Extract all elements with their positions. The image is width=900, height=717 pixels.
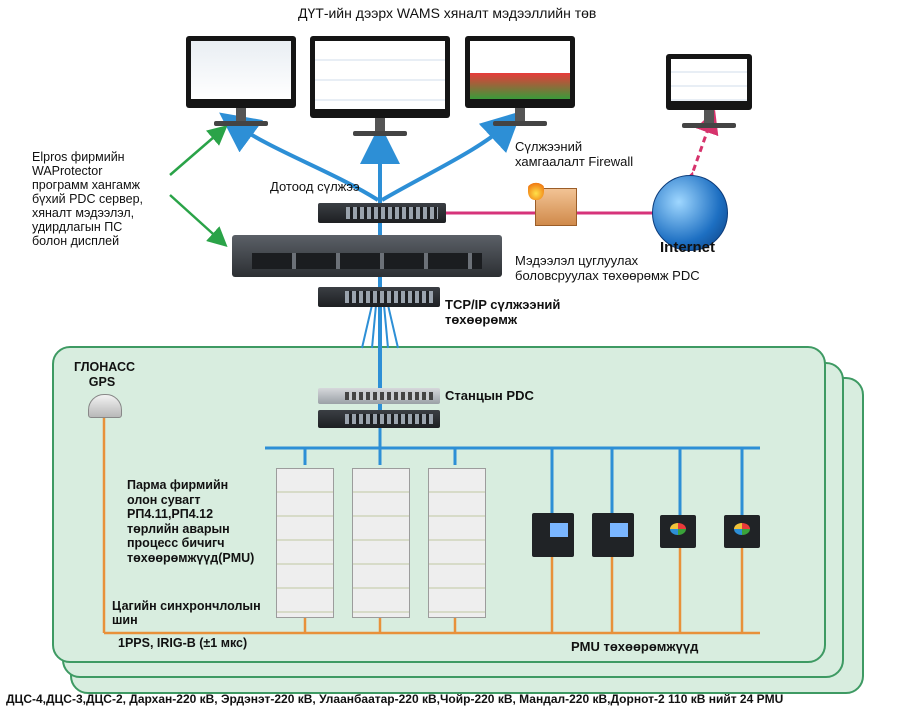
monitor-screen <box>470 41 570 99</box>
wams-title: ДҮТ-ийн дээрх WAMS хяналт мэдээллийн төв <box>298 5 597 21</box>
pmu-devices-label: PMU төхөөрөмжүүд <box>571 639 699 654</box>
green-arrow-up <box>169 125 228 176</box>
fire-icon <box>528 178 544 200</box>
pdc-server-label: Мэдээлэл цуглуулах боловсруулах төхөөрөм… <box>515 253 700 283</box>
gps-label: ГЛОНАСС GPS <box>74 360 136 389</box>
internet-label: Internet <box>660 239 716 256</box>
recorder-cabinet-3 <box>428 468 486 618</box>
recorder-cabinet-1 <box>276 468 334 618</box>
pdc-software-note: Elpros фирмийн WAProtector программ ханг… <box>32 150 143 248</box>
station-pdc-label: Станцын PDC <box>445 388 534 403</box>
parma-pmu-label: Парма фирмийн олон сувагт РП4.11,РП4.12 … <box>127 478 255 565</box>
gps-antenna-icon <box>88 394 122 418</box>
monitor-screen <box>315 41 445 109</box>
recorder-cabinet-2 <box>352 468 410 618</box>
internet-globe-icon <box>652 175 728 251</box>
internal-switch <box>318 203 446 223</box>
pmu-device-2 <box>592 513 634 557</box>
arrow-to-left-monitor <box>219 112 380 202</box>
arrow-to-right-monitor <box>380 111 522 202</box>
pdc-server <box>232 235 502 277</box>
pps-label: 1PPS, IRIG-B (±1 мкс) <box>118 636 248 650</box>
internet-arrow <box>673 109 719 199</box>
internal-network-label: Дотоод сүлжээ <box>270 179 360 194</box>
footer-stations: ДЦС-4,ДЦС-3,ДЦС-2, Дархан-220 кВ, Эрдэнэ… <box>6 692 784 706</box>
pmu-device-4 <box>724 515 760 548</box>
tcpip-switch <box>318 287 440 307</box>
monitor-left <box>186 36 296 126</box>
pmu-device-3 <box>660 515 696 548</box>
green-arrow-down <box>169 194 228 248</box>
monitor-center <box>310 36 450 136</box>
monitor-internet <box>666 54 752 128</box>
monitor-screen <box>191 41 291 99</box>
monitor-right <box>465 36 575 126</box>
firewall-label: Сүлжээний хамгаалалт Firewall <box>515 139 634 169</box>
station-pdc-device-1 <box>318 388 440 404</box>
monitor-screen <box>671 59 747 101</box>
pmu-device-1 <box>532 513 574 557</box>
sync-bus-label: Цагийн синхрончлолын шин <box>112 599 261 627</box>
tcpip-label: TCP/IP сүлжээний төхөөрөмж <box>445 297 561 327</box>
station-pdc-device-2 <box>318 410 440 428</box>
